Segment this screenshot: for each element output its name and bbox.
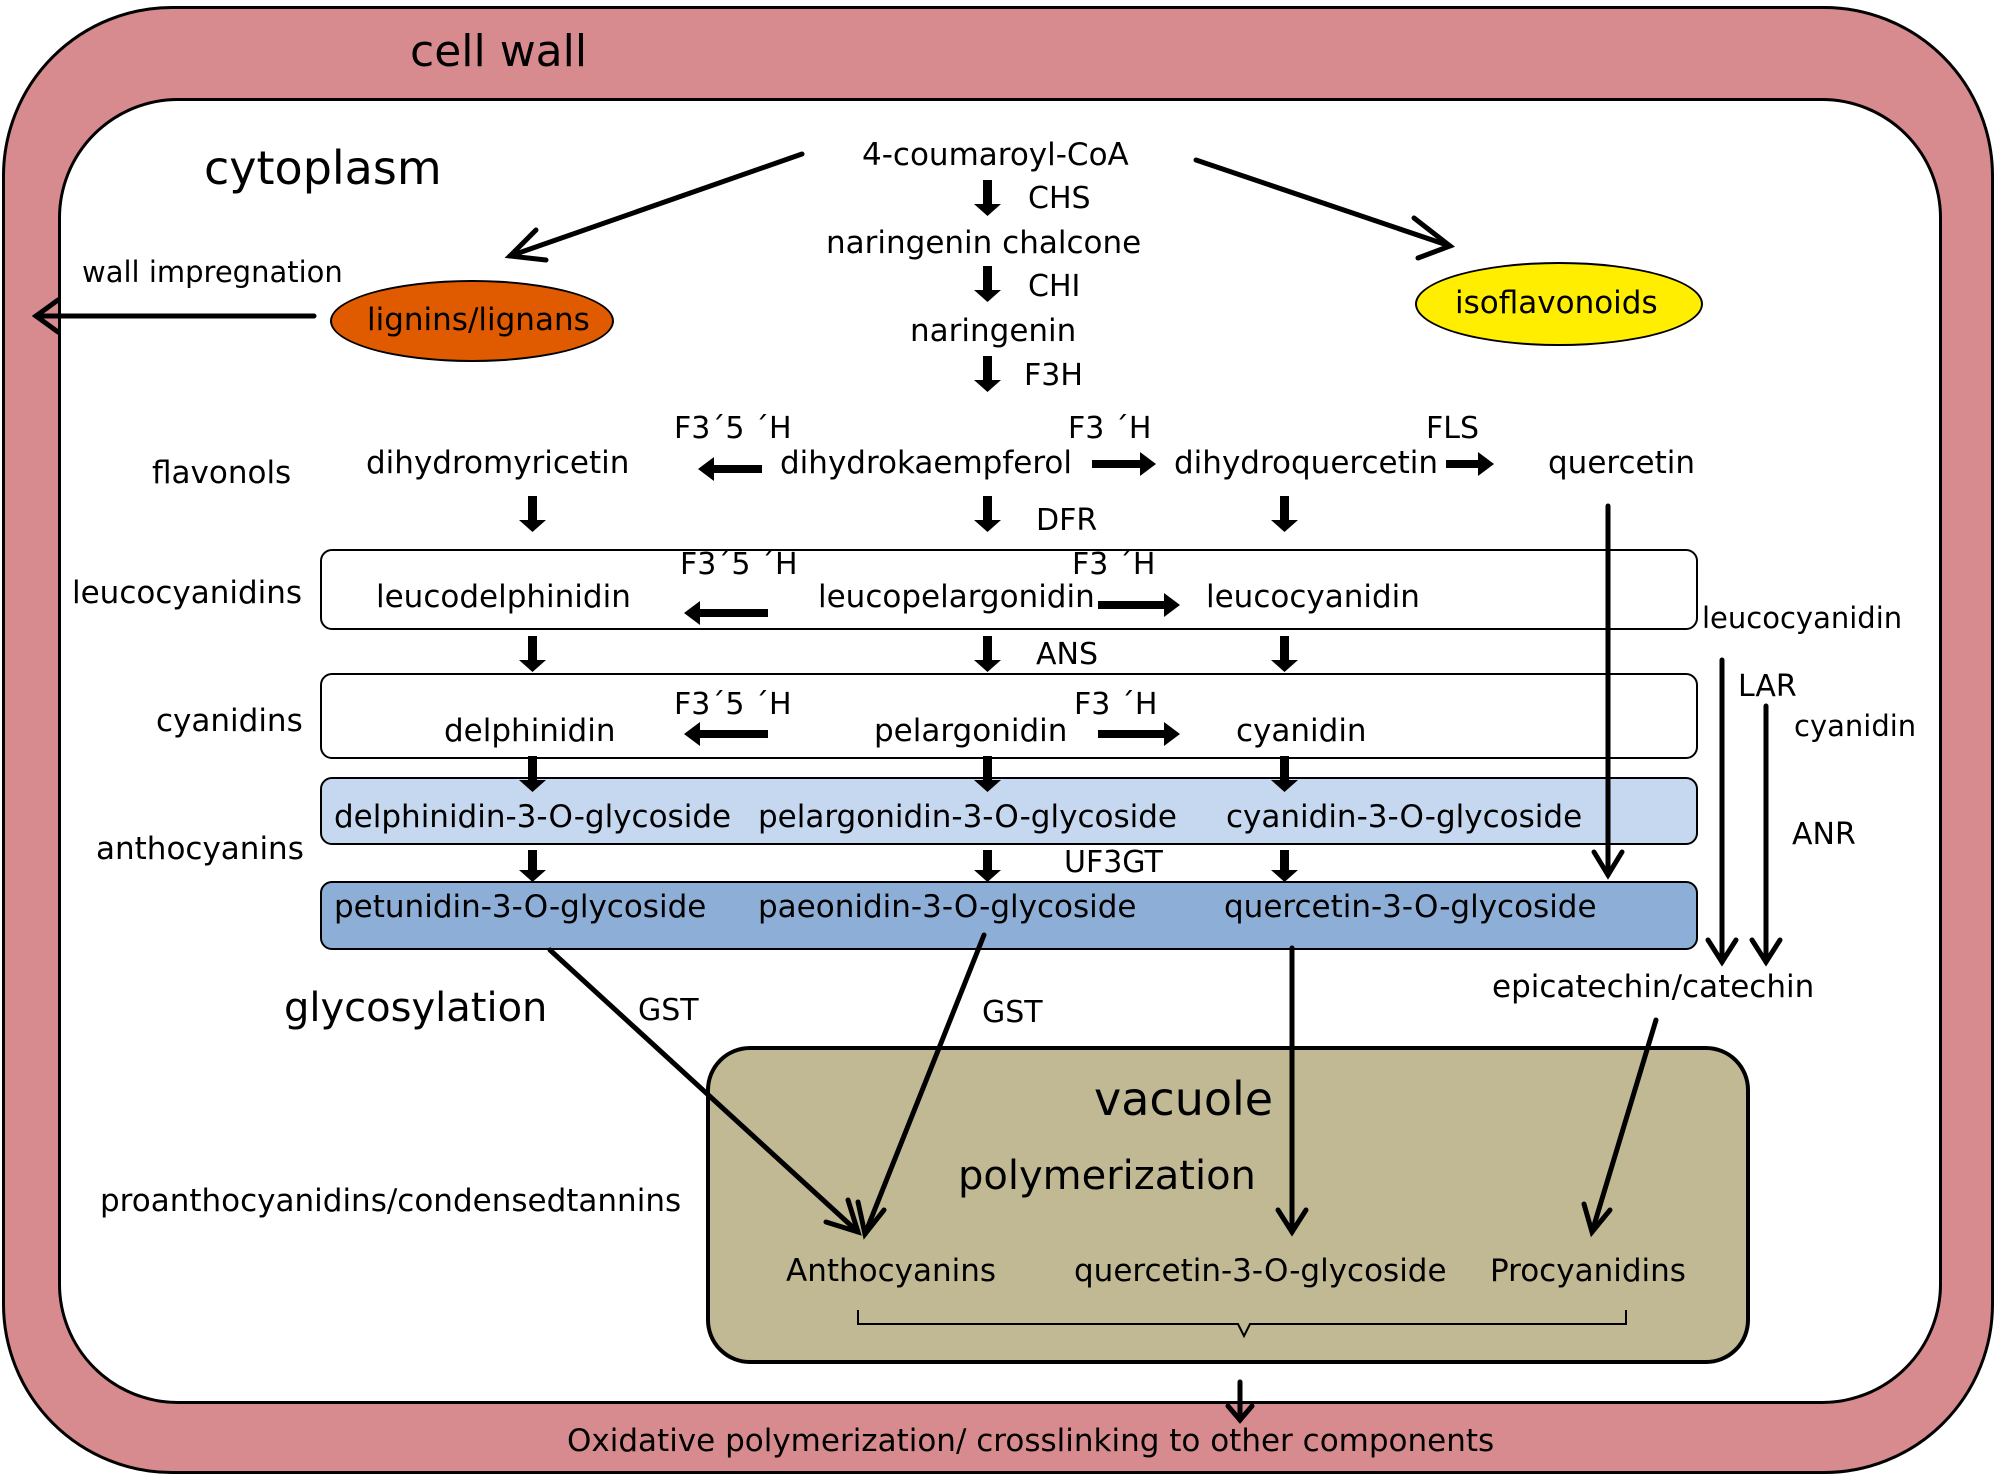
arrow-to-isoflavonoids-head — [1411, 215, 1456, 261]
vacuole-label: vacuole — [1094, 1072, 1274, 1126]
enzyme-chi: CHI — [1028, 269, 1081, 304]
vacuole-quercetin-3-o-glycoside: quercetin-3-O-glycoside — [1074, 1253, 1447, 1289]
delphinidin: delphinidin — [444, 713, 616, 749]
leucocyanidin: leucocyanidin — [1206, 579, 1420, 615]
enzyme-gst-1: GST — [638, 993, 699, 1028]
glycosides-box — [320, 881, 1698, 950]
dihydroquercetin: dihydroquercetin — [1174, 445, 1438, 481]
enzyme-f3h-3: F3 ´H — [1074, 687, 1158, 722]
arrow-to-procyanidins-head — [1581, 1201, 1613, 1238]
arrow-to-lignins-head — [504, 227, 549, 263]
quercetin-3-o-glycoside: quercetin-3-O-glycoside — [1224, 889, 1597, 925]
dihydrokaempferol: dihydrokaempferol — [780, 445, 1072, 481]
row-label-proanthocyanidins: proanthocyanidins/condensedtannins — [100, 1183, 682, 1219]
vacuole-anthocyanins: Anthocyanins — [786, 1253, 997, 1289]
cytoplasm-label: cytoplasm — [204, 141, 442, 195]
leucodelphinidin: leucodelphinidin — [376, 579, 631, 615]
enzyme-uf3gt: UF3GT — [1064, 845, 1163, 880]
isoflavonoids-label: isoflavonoids — [1455, 285, 1658, 321]
quercetin: quercetin — [1548, 445, 1695, 481]
enzyme-f35h-1: F3´5 ´H — [674, 411, 792, 446]
naringenin: naringenin — [910, 313, 1077, 349]
cyanidin: cyanidin — [1236, 713, 1367, 749]
wall-impregnation-label: wall impregnation — [82, 255, 343, 289]
arrow-lar-head — [1705, 937, 1739, 967]
cyanidin-3-o-glycoside: cyanidin-3-O-glycoside — [1226, 799, 1583, 835]
enzyme-f3h-2: F3 ´H — [1072, 547, 1156, 582]
dihydromyricetin: dihydromyricetin — [366, 445, 630, 481]
arrow-gst-1 — [547, 947, 861, 1235]
enzyme-gst-2: GST — [982, 995, 1043, 1030]
delphinidin-3-o-glycoside: delphinidin-3-O-glycoside — [334, 799, 732, 835]
arrow-to-isoflavonoids — [1193, 157, 1453, 249]
leucocyanidins-box — [320, 549, 1698, 630]
isoflavonoids-ellipse — [1415, 262, 1703, 346]
paeonidin-3-o-glycoside: paeonidin-3-O-glycoside — [758, 889, 1137, 925]
arrow-gst-1-head — [823, 1197, 862, 1236]
footer-label: Oxidative polymerization/ crosslinking t… — [567, 1423, 1495, 1459]
pelargonidin: pelargonidin — [874, 713, 1068, 749]
enzyme-f3h: F3H — [1024, 358, 1083, 393]
leucopelargonidin: leucopelargonidin — [818, 579, 1095, 615]
enzyme-f35h-3: F3´5 ´H — [674, 687, 792, 722]
polymerization-label: polymerization — [958, 1153, 1256, 1199]
arrow-to-wall-head — [1225, 1403, 1255, 1424]
anthocyanins-box — [320, 777, 1698, 845]
row-label-flavonols: flavonols — [152, 455, 292, 491]
row-label-leucocyanidins: leucocyanidins — [72, 575, 303, 611]
row-label-glycosylation: glycosylation — [284, 985, 548, 1031]
side-cyanidin: cyanidin — [1794, 709, 1917, 743]
enzyme-chs: CHS — [1028, 181, 1091, 216]
arrow-to-procyanidins — [1589, 1017, 1659, 1235]
row-label-anthocyanins: anthocyanins — [96, 831, 304, 867]
arrow-anr-head — [1749, 937, 1783, 967]
enzyme-fls: FLS — [1426, 411, 1480, 446]
arrow-quercetin-to-glycoside-head — [1591, 849, 1625, 880]
row-label-cyanidins: cyanidins — [156, 703, 303, 739]
arrow-to-lignins — [507, 151, 805, 259]
enzyme-ans: ANS — [1036, 637, 1099, 672]
enzyme-f35h-2: F3´5 ´H — [680, 547, 798, 582]
arrow-wall-impregnation-head — [31, 297, 61, 335]
enzyme-dfr: DFR — [1036, 503, 1098, 538]
vacuole-brace — [857, 1310, 1627, 1339]
vacuole-procyanidins: Procyanidins — [1490, 1253, 1686, 1289]
arrow-gst-2 — [862, 932, 987, 1237]
side-leucocyanidin: leucocyanidin — [1702, 601, 1903, 635]
cyanidins-box — [320, 673, 1698, 759]
vacuole — [706, 1046, 1750, 1364]
epicatechin-catechin: epicatechin/catechin — [1492, 969, 1815, 1005]
lignins-label: lignins/lignans — [367, 302, 590, 338]
enzyme-lar: LAR — [1738, 669, 1797, 704]
petunidin-3-o-glycoside: petunidin-3-O-glycoside — [334, 889, 707, 925]
coumaroyl-coa: 4-coumaroyl-CoA — [862, 137, 1129, 173]
enzyme-anr: ANR — [1792, 817, 1856, 852]
lignins-ellipse — [330, 280, 614, 362]
arrow-gst-2-head — [855, 1199, 887, 1240]
naringenin-chalcone: naringenin chalcone — [826, 225, 1142, 261]
pelargonidin-3-o-glycoside: pelargonidin-3-O-glycoside — [758, 799, 1177, 835]
cell-wall-label: cell wall — [410, 26, 588, 77]
arrow-quercetin-to-vacuole-head — [1275, 1207, 1309, 1237]
block-arrows — [519, 180, 1494, 882]
enzyme-f3h-1: F3 ´H — [1068, 411, 1152, 446]
